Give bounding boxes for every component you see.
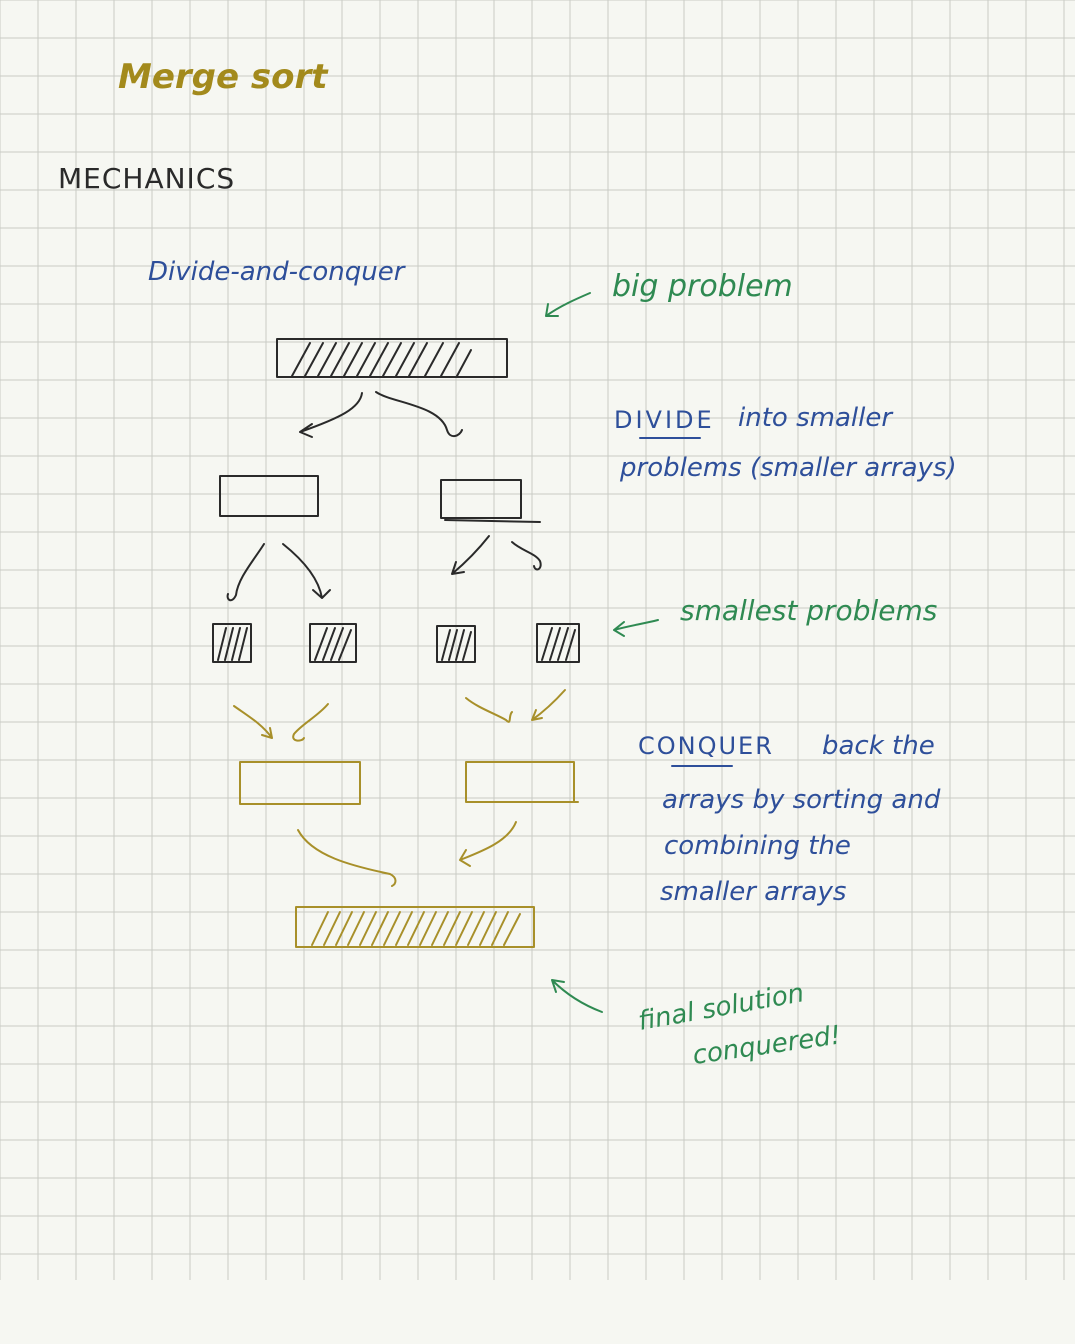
conquer-arrow-1 xyxy=(233,705,273,739)
note-conquer-rest: back the xyxy=(822,731,935,761)
note-divide-keyword: DIVIDE xyxy=(614,406,715,434)
note-big-problem: big problem xyxy=(612,269,793,304)
note-conquer-line3: combining the xyxy=(664,831,851,861)
right-half-array xyxy=(440,479,522,519)
right-half-underline xyxy=(444,519,541,523)
smallest-array-2 xyxy=(309,623,357,663)
arrow-left-1 xyxy=(226,543,265,602)
smallest-array-1 xyxy=(212,623,252,663)
note-final-line2: conquered! xyxy=(691,1020,843,1070)
divide-arrow-right xyxy=(375,391,463,437)
final-arrow-right xyxy=(459,821,517,867)
note-smallest-problems: smallest problems xyxy=(680,594,937,627)
smallest-array-3 xyxy=(436,625,476,663)
note-conquer-line4: smaller arrays xyxy=(660,877,846,907)
note-conquer-keyword: CONQUER xyxy=(638,732,774,760)
page-title: Merge sort xyxy=(118,57,329,97)
arrow-to-big-problem xyxy=(545,292,591,317)
conquer-arrow-3 xyxy=(465,697,513,723)
arrow-to-smallest-problems xyxy=(613,619,659,637)
merged-right-array xyxy=(465,761,575,803)
note-divide-line2: problems (smaller arrays) xyxy=(619,453,957,483)
final-sorted-array xyxy=(295,906,535,948)
grid-lines xyxy=(0,0,1075,1280)
note-divide-rest: into smaller xyxy=(738,403,894,433)
note-conquer-line2: arrays by sorting and xyxy=(662,785,941,815)
smallest-array-4 xyxy=(536,623,580,663)
arrow-right-1 xyxy=(451,535,490,575)
section-heading: MECHANICS xyxy=(58,162,235,195)
merged-left-array xyxy=(239,761,361,805)
arrow-left-2 xyxy=(282,543,331,599)
arrow-to-final-solution xyxy=(551,979,603,1013)
big-problem-array xyxy=(276,338,508,378)
subtitle-divide-and-conquer: Divide-and-conquer xyxy=(148,257,407,287)
divide-arrow-left xyxy=(299,392,363,438)
arrow-right-2 xyxy=(511,541,542,571)
left-half-array xyxy=(219,475,319,517)
final-arrow-left xyxy=(297,829,397,887)
conquer-arrow-4 xyxy=(531,689,566,721)
conquer-arrow-2 xyxy=(292,703,329,742)
